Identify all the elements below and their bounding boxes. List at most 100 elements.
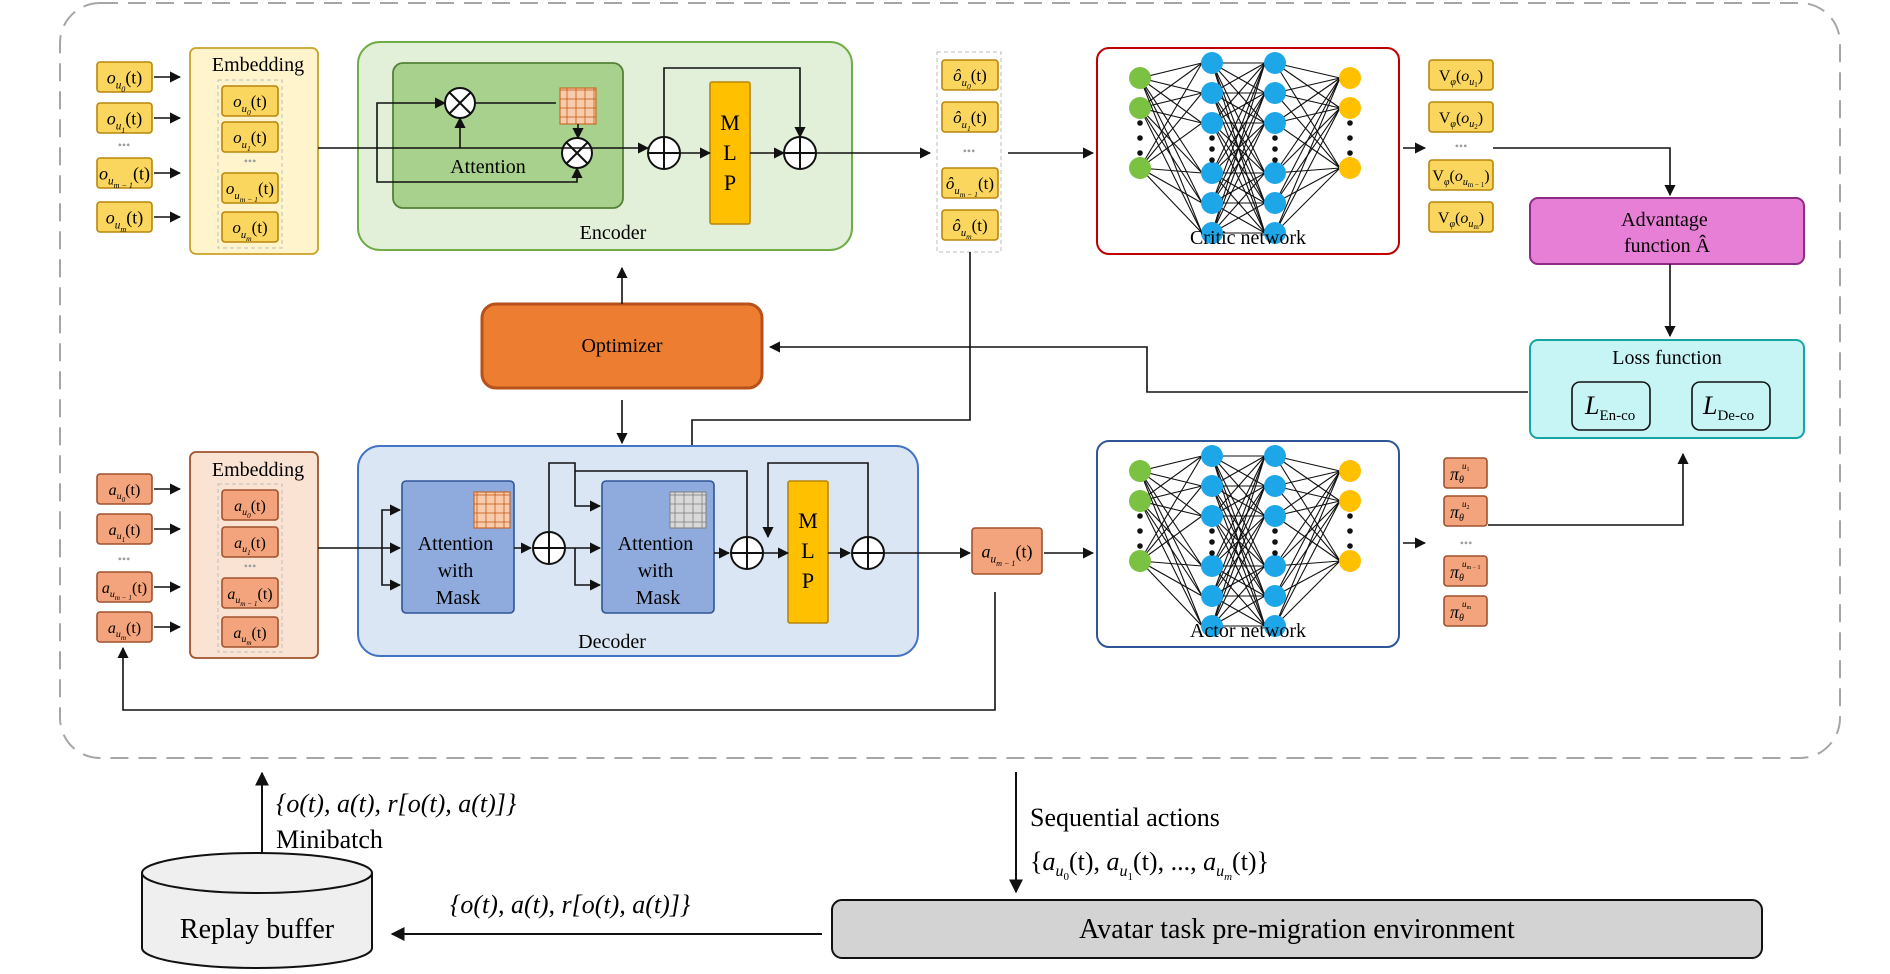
svg-text:aum − 1(t): aum − 1(t)	[982, 541, 1033, 567]
masked-attention-label-2: Attention with Mask	[618, 533, 699, 609]
advantage-line-2: function Â	[1624, 234, 1711, 257]
network-edge	[1139, 77, 1203, 174]
embedding-bottom-inner	[217, 483, 283, 653]
mask-matrix-icon-1	[473, 491, 511, 529]
network-ellipsis-dot	[1272, 539, 1278, 545]
network-ellipsis-dot	[1347, 513, 1353, 519]
network-edge	[1274, 455, 1341, 472]
loss-encoder-main: L	[1584, 391, 1599, 420]
mask-2-line-2: with	[638, 560, 674, 582]
optimizer-label: Optimizer	[581, 335, 662, 357]
network-node-1-5	[1201, 222, 1223, 244]
decoder-output-action: aum − 1(t)	[971, 527, 1043, 575]
add-node-dec-2	[730, 536, 764, 570]
embedding-bottom-label: Embedding	[212, 459, 304, 481]
network-node-1-2	[1201, 112, 1223, 134]
network-edge	[1274, 470, 1341, 487]
network-node-2-4	[1264, 192, 1286, 214]
svg-text:oum − 1(t): oum − 1(t)	[226, 179, 274, 204]
mlp-letter-2: P	[802, 568, 814, 593]
network-ellipsis-dot	[1272, 157, 1278, 163]
decoder-mlp-label: MLP	[798, 508, 818, 593]
value-estimate-2: Vφ(oum − 1)	[1428, 159, 1494, 191]
network-node-3-0	[1339, 460, 1361, 482]
add-node-dec-1	[532, 531, 566, 565]
loss-decoder-sub: De-co	[1717, 408, 1754, 424]
multiply-node-2	[561, 137, 593, 169]
loss-decoder-box	[1691, 381, 1771, 431]
network-edge	[1139, 485, 1203, 562]
network-edge	[1211, 62, 1266, 124]
network-node-1-0	[1201, 52, 1223, 74]
network-ellipsis-dot	[1137, 120, 1143, 126]
network-edge	[1274, 470, 1341, 567]
loss-decoder-main: L	[1702, 391, 1717, 420]
minibatch-label: Minibatch	[276, 825, 383, 854]
encoded-observation-ellipsis: •••	[963, 144, 976, 158]
svg-text:ôu0(t): ôu0(t)	[953, 66, 987, 91]
value-estimate-3: Vφ(oum)	[1428, 201, 1494, 233]
network-edge	[1139, 515, 1203, 562]
network-edge	[1274, 77, 1341, 174]
value-estimate-1: Vφ(ou2)	[1428, 101, 1494, 133]
embedded-observation-ellipsis: •••	[244, 154, 257, 168]
mlp-letter-2: P	[724, 170, 736, 195]
network-edge	[1274, 107, 1341, 234]
embedding-top-tokens: ou0(t)ou1(t)oum − 1(t)oum(t)•••	[221, 85, 279, 243]
loss-encoder-label: LEn-co	[1584, 391, 1635, 424]
action-input-0: au0(t)	[96, 473, 153, 505]
mask-1-line-1: Attention	[418, 533, 494, 555]
svg-text:Vφ(ou1): Vφ(ou1)	[1439, 68, 1483, 89]
observation-ellipsis: •••	[118, 138, 131, 152]
decoder-label: Decoder	[578, 631, 646, 653]
feedback-arrow-to-actions	[117, 592, 996, 711]
svg-text:ou0(t): ou0(t)	[107, 67, 143, 93]
add-node-enc-1	[647, 136, 681, 170]
multiply-node-1	[444, 87, 476, 119]
network-edge	[1274, 77, 1341, 204]
network-ellipsis-dot	[1137, 513, 1143, 519]
network-edge	[1274, 500, 1341, 627]
network-node-2-5	[1264, 222, 1286, 244]
sequential-actions-set: {au0(t), au1(t), ..., aum(t)}	[1030, 847, 1269, 883]
svg-text:au0(t): au0(t)	[109, 482, 141, 504]
network-edge	[1139, 470, 1203, 567]
embedded-action-1: au1(t)	[221, 526, 279, 558]
network-node-1-5	[1201, 615, 1223, 637]
encoder-wiring	[318, 67, 932, 183]
network-edge	[1274, 77, 1341, 94]
network-ellipsis-dot	[1272, 550, 1278, 556]
network-edge	[1274, 92, 1341, 169]
loss-function-label: Loss function	[1612, 347, 1721, 369]
value-estimate-ellipsis: •••	[1455, 139, 1468, 153]
network-ellipsis-dot	[1347, 135, 1353, 141]
network-node-1-0	[1201, 445, 1223, 467]
network-edge	[1139, 167, 1203, 204]
optimizer-wiring	[616, 252, 1689, 526]
network-node-1-1	[1201, 82, 1223, 104]
network-ellipsis-dot	[1272, 135, 1278, 141]
network-node-0-1	[1129, 490, 1151, 512]
network-edge	[1274, 485, 1341, 562]
embedded-action-3: aum(t)	[221, 616, 279, 648]
network-edge	[1211, 485, 1266, 627]
svg-text:oum − 1(t): oum − 1(t)	[99, 163, 150, 189]
svg-text:ou1(t): ou1(t)	[107, 108, 143, 134]
network-edge	[1139, 560, 1203, 597]
loss-encoder-box	[1571, 381, 1651, 431]
network-edge	[1139, 455, 1203, 502]
network-node-2-1	[1264, 82, 1286, 104]
action-inputs: au0(t)au1(t)aum − 1(t)aum(t)•••	[96, 473, 182, 643]
network-node-0-0	[1129, 460, 1151, 482]
network-node-2-0	[1264, 52, 1286, 74]
network-edge	[1274, 470, 1341, 627]
embedded-observation-3: oum(t)	[221, 211, 279, 243]
network-ellipsis-dot	[1209, 146, 1215, 152]
training-frame	[59, 2, 1841, 759]
observation-input-0: ou0(t)	[96, 61, 153, 94]
mask-matrix-icon-2	[669, 491, 707, 529]
output-action-token: aum − 1(t)	[971, 527, 1043, 575]
